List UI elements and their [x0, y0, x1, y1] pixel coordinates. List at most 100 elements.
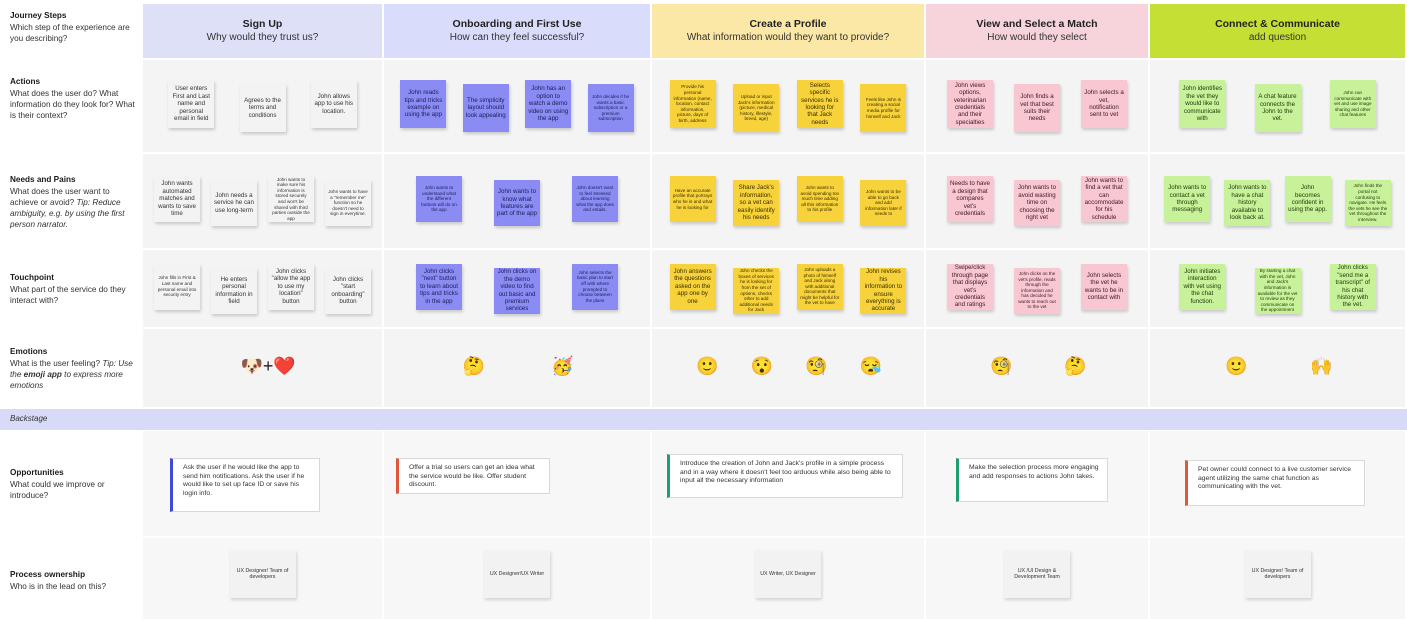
- sticky-note[interactable]: Share Jack's information, so a vet can e…: [733, 180, 780, 226]
- opportunity-card[interactable]: Make the selection process more engaging…: [956, 458, 1108, 502]
- sticky-note[interactable]: John initiates interaction with vet usin…: [1179, 263, 1226, 310]
- sticky-note[interactable]: John needs a service he can use long-ter…: [211, 180, 257, 226]
- sticky-note[interactable]: John views options, veterinarian credent…: [947, 80, 993, 128]
- row-description: Who is in the lead on this?: [10, 582, 107, 591]
- sticky-note[interactable]: John wants to know what features are par…: [494, 180, 540, 226]
- emotion-emoji: 🥳: [551, 356, 574, 376]
- sticky-note[interactable]: John answers the questions asked on the …: [669, 263, 716, 310]
- sticky-note[interactable]: John uploads a photo of himself and Jack…: [796, 263, 843, 310]
- emotion-emoji: 🧐: [805, 356, 828, 376]
- sticky-note[interactable]: John becomes confident in using the app.: [1284, 176, 1331, 222]
- ownership-note[interactable]: UX Designer/ Team of developers: [1244, 550, 1311, 598]
- emotion-emoji: 😯: [750, 356, 774, 376]
- row-title: Journey Steps: [10, 11, 67, 20]
- sticky-note[interactable]: John clicks "next" button to learn about…: [416, 263, 462, 310]
- sticky-note[interactable]: User enters First and Last name and pers…: [168, 80, 215, 128]
- sticky-note[interactable]: John fills in First & Last name and pers…: [154, 263, 200, 310]
- row-description: What does the user want to achieve or av…: [10, 187, 110, 207]
- sticky-note[interactable]: John clicks on the vet's profile, reads …: [1014, 267, 1060, 314]
- sticky-note[interactable]: John selects a vet, notification sent to…: [1081, 80, 1127, 128]
- sticky-note[interactable]: Feels like John is creating a social med…: [860, 84, 907, 132]
- emotion-emoji: 🐶+❤️: [240, 356, 296, 376]
- sticky-note[interactable]: Provide his personal information (name, …: [669, 80, 716, 128]
- sticky-note[interactable]: John wants to understand what the differ…: [416, 176, 462, 222]
- lane-emo-5: [1150, 329, 1405, 407]
- row-description: What part of the service do they interac…: [10, 285, 126, 305]
- sticky-note[interactable]: John selects the vet he wants to be in c…: [1081, 263, 1127, 310]
- sticky-note[interactable]: The simplicity layout should look appeal…: [462, 84, 509, 132]
- sticky-note[interactable]: Swipe/click through page that displays v…: [947, 263, 993, 310]
- sticky-note[interactable]: John clicks "start onboarding" button: [325, 267, 371, 314]
- sticky-note[interactable]: John finds a vet that best suits their n…: [1014, 84, 1060, 132]
- sticky-note[interactable]: John selects the basic plan to start off…: [572, 263, 618, 310]
- sticky-note[interactable]: John wants to be able to go back and add…: [860, 180, 907, 226]
- sticky-note[interactable]: John wants to contact a vet through mess…: [1164, 176, 1211, 222]
- phase-title: Onboarding and First Use: [452, 18, 582, 30]
- sticky-note[interactable]: John wants automated matches and wants t…: [154, 176, 200, 222]
- sticky-note[interactable]: Upload or input Jack's information (pict…: [733, 84, 780, 132]
- sticky-note[interactable]: John wants to have a "remember me" funct…: [325, 180, 371, 226]
- opportunity-card[interactable]: Ask the user if he would like the app to…: [170, 458, 320, 512]
- emotion-emoji: 🧐: [990, 356, 1013, 376]
- phase-title: Connect & Communicate: [1215, 18, 1340, 30]
- sticky-note[interactable]: John decides if he wants a basic subscri…: [587, 84, 634, 132]
- phase-subtitle: What information would they want to prov…: [686, 32, 890, 43]
- tip-emphasis: emoji app: [23, 370, 62, 379]
- sticky-note[interactable]: Selects specific services he is looking …: [796, 80, 843, 128]
- sticky-note[interactable]: John has an option to watch a demo video…: [525, 80, 572, 128]
- backstage-label: Backstage: [10, 414, 48, 423]
- phase-subtitle: Why would they trust us?: [206, 32, 319, 43]
- sticky-note[interactable]: John doesn't want to feel stressed about…: [572, 176, 618, 222]
- emotion-emoji: 🙂: [1225, 356, 1248, 376]
- row-title: Needs and Pains: [10, 175, 76, 184]
- row-title: Emotions: [10, 347, 48, 356]
- phase-title: Sign Up: [242, 18, 283, 30]
- ownership-note[interactable]: UX /UI Design & Development Team: [1004, 550, 1070, 598]
- opportunity-card[interactable]: Pet owner could connect to a live custom…: [1185, 460, 1365, 506]
- sticky-note[interactable]: Agrees to the terms and conditions: [239, 84, 286, 132]
- ownership-note[interactable]: UX Writer, UX Designer: [755, 550, 821, 598]
- ownership-note[interactable]: UX Designer/ Team of developers: [229, 550, 296, 598]
- phase-header-1[interactable]: Sign Up Why would they trust us?: [143, 4, 382, 58]
- sticky-note[interactable]: John finds the portal not confusing to n…: [1344, 180, 1391, 226]
- row-label-journey-steps: Journey Steps Which step of the experien…: [0, 6, 142, 44]
- tip-text: to express more emotions: [10, 370, 123, 390]
- sticky-note[interactable]: John identifies the vet they would like …: [1179, 80, 1226, 128]
- sticky-note[interactable]: By starting a chat with the vet, John an…: [1254, 267, 1301, 314]
- sticky-note[interactable]: John clicks on the demo video to find ou…: [494, 267, 540, 314]
- row-label-touchpoint: Touchpoint What part of the service do t…: [0, 268, 142, 306]
- row-title: Touchpoint: [10, 273, 54, 282]
- sticky-note[interactable]: John checks the boxes of services he is …: [733, 267, 780, 314]
- sticky-note[interactable]: John wants to find a vet that can accomm…: [1081, 176, 1127, 222]
- sticky-note[interactable]: John revises his information to ensure e…: [860, 267, 907, 314]
- lane-emo-4: [926, 329, 1148, 407]
- sticky-note[interactable]: John wants to make sure his information …: [268, 176, 314, 222]
- row-label-actions: Actions What does the user do? What info…: [0, 72, 142, 121]
- sticky-note[interactable]: A chat feature connects the John to the …: [1254, 84, 1301, 132]
- sticky-note[interactable]: John can communicate with vet and use im…: [1329, 80, 1376, 128]
- lane-emo-1: [143, 329, 382, 407]
- sticky-note[interactable]: Needs to have a design that compares vet…: [947, 176, 993, 222]
- sticky-note[interactable]: John reads tips and tricks example on us…: [400, 80, 447, 128]
- opportunity-card[interactable]: Offer a trial so users can get an idea w…: [396, 458, 550, 494]
- ownership-note[interactable]: UX Designer/UX Writer: [484, 550, 550, 598]
- sticky-note[interactable]: John allows app to use his location.: [310, 80, 357, 128]
- row-tip: Tip: Reduce ambiguity, e.g. by using the…: [10, 198, 125, 229]
- phase-title: Create a Profile: [749, 18, 827, 30]
- sticky-note[interactable]: John clicks "allow the app to use my loc…: [268, 263, 314, 310]
- row-description: Which step of the experience are you des…: [10, 23, 130, 43]
- sticky-note[interactable]: Have an accurate profile that portrays w…: [669, 176, 716, 222]
- emotion-emoji: 🙌: [1310, 356, 1333, 376]
- sticky-note[interactable]: John wants to avoid spending too much ti…: [796, 176, 843, 222]
- opportunity-card[interactable]: Introduce the creation of John and Jack'…: [667, 454, 903, 498]
- sticky-note[interactable]: He enters personal information in field: [211, 267, 257, 314]
- sticky-note[interactable]: John wants to avoid wasting time on choo…: [1014, 180, 1060, 226]
- sticky-note[interactable]: John clicks "send me a transcript" of hi…: [1329, 263, 1376, 310]
- emotion-emoji: 🙂: [696, 356, 719, 376]
- row-title: Opportunities: [10, 468, 64, 477]
- sticky-note[interactable]: John wants to have a chat history availa…: [1224, 180, 1271, 226]
